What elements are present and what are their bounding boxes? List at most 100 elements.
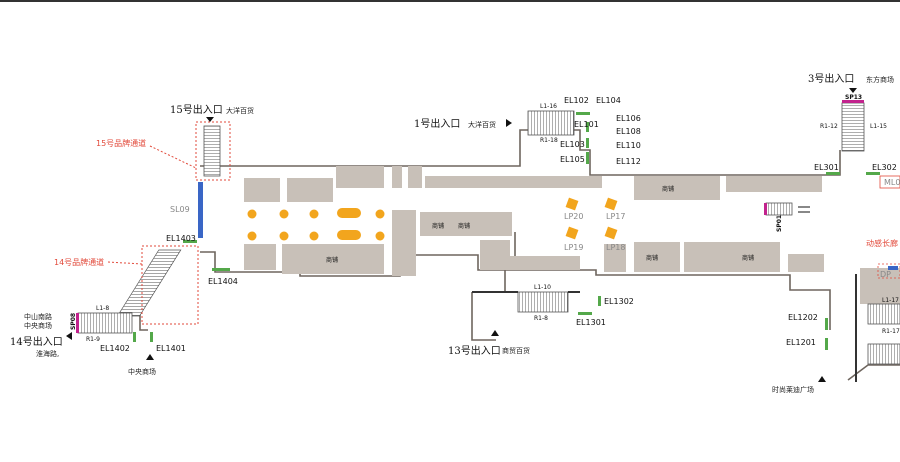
passage-15-outline	[195, 121, 231, 181]
sl09-bar	[198, 182, 203, 238]
el102-label: EL102	[564, 96, 589, 105]
arrow-left-icon	[66, 332, 72, 340]
pillar	[565, 197, 579, 211]
exit-14-note1: 中山南路	[24, 312, 52, 321]
sp01-label: SP01	[776, 215, 783, 232]
el1301-label: EL1301	[576, 318, 606, 327]
el302-label: EL302	[872, 163, 897, 172]
pillar	[309, 231, 319, 241]
exit-arrows	[66, 88, 857, 382]
stair-3	[841, 102, 865, 152]
el1403-label: EL1403	[166, 234, 196, 243]
shop-block	[392, 166, 402, 188]
shop-block	[282, 244, 384, 274]
el108-label: EL108	[616, 127, 641, 136]
sp13-bar	[842, 100, 864, 103]
exit-14-note3: 淮海路,	[36, 349, 59, 358]
stair-right-2	[867, 343, 900, 365]
pillar	[375, 209, 385, 219]
pillar	[604, 197, 618, 211]
arrow-down-icon	[206, 117, 214, 122]
pillar	[279, 209, 289, 219]
shop-label: 商铺	[662, 185, 674, 193]
sp08-label: SP08	[70, 313, 77, 330]
stair-l1-17: L1-17	[882, 297, 899, 304]
stair-r1-12: R1-12	[820, 123, 838, 130]
exit-13-label: 13号出入口	[448, 344, 501, 357]
stair-14-diag	[116, 249, 182, 317]
stair-r1-18: R1-18	[540, 137, 558, 144]
exit-13-note: 商贸百货	[502, 346, 530, 355]
dp-label: DP	[880, 270, 891, 279]
passage-outlines	[107, 121, 231, 325]
sp01-arrows-icon	[798, 206, 810, 213]
arrow-right-icon	[506, 119, 512, 127]
escalator-mark	[598, 296, 601, 306]
lp18-label: LP18	[606, 243, 625, 252]
escalator-mark	[866, 172, 880, 175]
passage-15-label: 15号品牌通道	[96, 138, 146, 148]
pillar	[604, 226, 618, 240]
el104-label: EL104	[596, 96, 621, 105]
escalator-mark	[825, 338, 828, 350]
escalator-mark	[578, 312, 592, 315]
stair-r1-9: R1-9	[86, 336, 100, 343]
shop-block	[336, 166, 384, 188]
shop-block	[726, 176, 822, 192]
shop-block	[420, 212, 512, 236]
el1401-label: EL1401	[156, 344, 186, 353]
exit-1-note: 大洋百货	[468, 120, 496, 129]
shop-label: 商铺	[646, 254, 658, 262]
escalator-mark	[586, 122, 589, 132]
el301-label: EL301	[814, 163, 839, 172]
shop-label: 商铺	[432, 222, 444, 230]
arrow-up-icon	[491, 330, 499, 336]
escalator-marks	[133, 112, 880, 350]
stair-l1-16: L1-16	[540, 103, 557, 110]
stair-14	[77, 312, 133, 334]
stair-1	[527, 110, 575, 136]
stair-right-1	[867, 303, 900, 325]
pillar	[375, 231, 385, 241]
stair-r1-8: R1-8	[534, 315, 548, 322]
el103-label: EL103	[560, 140, 585, 149]
ml0-box	[879, 175, 900, 189]
pillar	[279, 231, 289, 241]
escalator-mark	[586, 152, 589, 164]
bottom-central-mall: 中央商场	[128, 367, 156, 376]
sp-bars	[76, 100, 864, 333]
shop-label: 商铺	[458, 222, 470, 230]
shop-block	[788, 254, 824, 272]
el1402-label: EL1402	[100, 344, 130, 353]
shop-block	[604, 244, 626, 272]
shop-block	[634, 242, 680, 272]
shop-label: 商铺	[326, 256, 338, 264]
escalator-mark	[150, 332, 153, 342]
sl09-label: SL09	[170, 205, 190, 214]
passage-dynamic-label: 动感长廊	[866, 238, 898, 248]
top-border-line	[0, 0, 900, 2]
exit-15-note: 大洋百货	[226, 106, 254, 115]
el1302-label: EL1302	[604, 297, 634, 306]
stair-l1-8: L1-8	[96, 305, 109, 312]
exit-15-label: 15号出入口	[170, 103, 223, 116]
exit-14-note2: 中央商场	[24, 321, 52, 330]
stairs	[77, 102, 900, 365]
el1404-label: EL1404	[208, 277, 238, 286]
shop-block	[408, 166, 422, 188]
el1202-label: EL1202	[788, 313, 818, 322]
exit-14-label: 14号出入口	[10, 335, 63, 348]
escalator-mark	[133, 332, 136, 342]
pillar	[337, 230, 361, 240]
lp17-label: LP17	[606, 212, 625, 221]
pillar	[309, 209, 319, 219]
pillars	[247, 197, 618, 241]
sp13-label: SP13	[845, 94, 862, 101]
stair-15	[203, 125, 221, 177]
el101-label: EL101	[574, 120, 599, 129]
arrow-up-icon	[146, 354, 154, 360]
lp20-label: LP20	[564, 212, 583, 221]
stair-13	[517, 291, 569, 313]
pillar	[565, 226, 579, 240]
lp19-label: LP19	[564, 243, 583, 252]
